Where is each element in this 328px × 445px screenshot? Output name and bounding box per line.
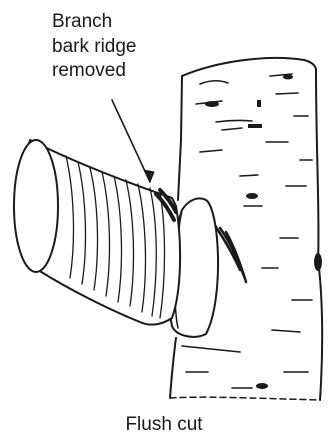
callout-line-3: removed [52, 59, 137, 84]
leader-arrow [112, 100, 154, 182]
removed-branch [14, 140, 180, 325]
callout-line-2: bark ridge [52, 35, 137, 60]
callout-line-1: Branch [52, 10, 137, 35]
callout-label: Branch bark ridge removed [52, 10, 137, 84]
figure-caption: Flush cut [0, 414, 328, 436]
